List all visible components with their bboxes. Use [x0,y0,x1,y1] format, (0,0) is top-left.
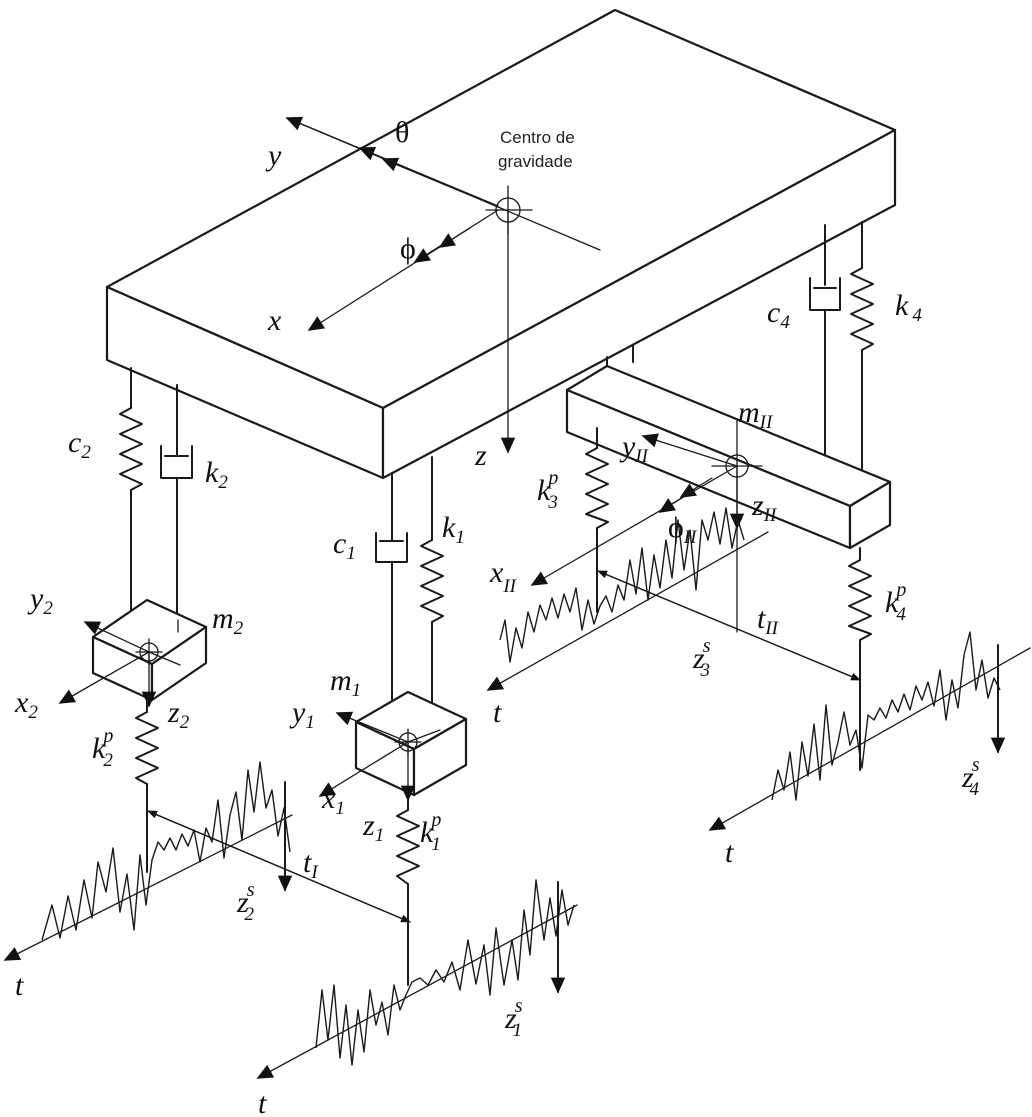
label-z: z [474,439,487,472]
label-phi-ii: ϕII [668,511,698,548]
label-z2: z2 [167,696,190,733]
rear-axle-beam [530,364,892,586]
body-axes [285,116,601,454]
roll-double-arrow-a [438,227,471,248]
spring-k4-icon [850,267,874,351]
label-t-right: t [725,836,734,869]
road-profile-middle [499,507,745,663]
road-time-axis-bottom [256,904,578,1079]
label-t-bottom: t [258,1087,267,1117]
label-z1: z1 [362,809,384,846]
unsprung-mass-m1 [318,690,468,802]
rear-tyres [585,427,872,771]
label-c1: c1 [333,527,356,564]
center-of-gravity-icon [485,185,533,235]
label-y2: y2 [27,582,53,619]
label-theta: θ [395,116,409,149]
label-m2: m2 [212,602,244,639]
label-z-ii: zII [751,489,778,526]
pitch-double-arrow-b [358,147,431,179]
label-m1: m1 [330,664,361,701]
road-profile-left [41,761,291,941]
label-track-front: tI [303,846,319,883]
road-profile-right [771,631,1001,801]
tyre-spring-kp2-icon [135,711,159,785]
label-x1: x1 [321,782,345,819]
label-k1: k1 [442,511,465,548]
tyre-spring-kp4-icon [848,559,872,641]
label-m-ii: mII [738,396,774,433]
label-t-middle: t [493,696,502,729]
label-x-ii: xII [489,556,518,597]
spring-k1-icon [420,539,444,623]
roll-double-arrow-b [413,240,449,263]
road-time-axis-right [708,647,1031,831]
road-profile-bottom [315,879,575,1066]
label-k2: k2 [205,456,228,493]
vehicle-body [105,8,897,480]
rear-suspension [606,221,874,489]
label-c4: c4 [767,296,790,333]
label-c2: c2 [68,426,91,463]
body-side-face [381,128,897,480]
tyre-spring-kp1-icon [396,809,420,885]
road-time-axis-middle [486,531,769,691]
unsprung-mass-m2 [58,598,208,708]
label-t-left: t [15,969,24,1002]
front-tyres [135,699,420,986]
rear-road-profiles [486,507,1031,831]
label-phi: ϕ [400,232,416,265]
labels: Centro de gravidade y θ ϕ x z c2 k2 c1 k… [14,116,980,1117]
label-y1: y1 [289,696,315,733]
label-y: y [265,139,282,172]
label-x: x [267,304,282,337]
front-suspension [119,367,444,711]
label-track-rear: tII [757,602,780,639]
spring-c2-icon [119,407,143,491]
front-road-profiles [3,761,578,1079]
cg-label-line2: gravidade [498,152,573,171]
cg-label-line1: Centro de [500,128,575,147]
label-x2: x2 [14,686,38,723]
tyre-spring-kp3-icon [585,447,609,529]
label-y-ii: yII [619,430,650,467]
